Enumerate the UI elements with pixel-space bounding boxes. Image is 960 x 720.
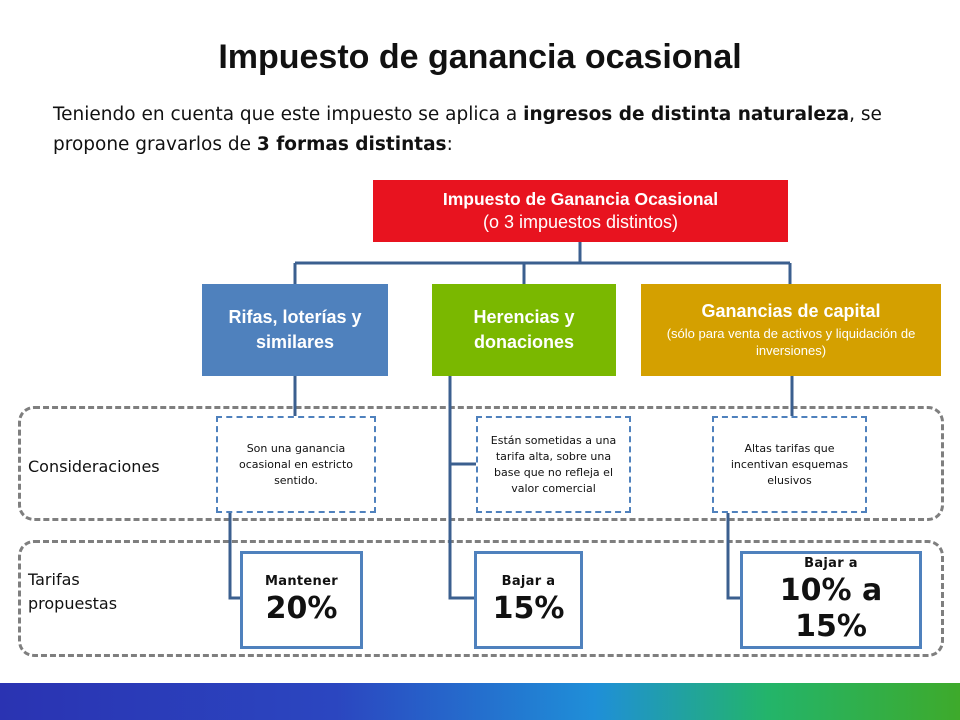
rate-box-1: Mantener 20% [240,551,363,649]
considerations-label: Consideraciones [28,457,160,476]
rate-box-3: Bajar a 10% a 15% [740,551,922,649]
root-subtitle: (o 3 impuestos distintos) [482,212,679,232]
root-connector [293,242,792,284]
category-herencias-label: Herencias y donaciones [473,307,575,352]
category-ganancias-capital: Ganancias de capital (sólo para venta de… [641,284,941,376]
intro-part-1: Teniendo en cuenta que este impuesto se … [53,104,524,125]
category-ganancias-label: Ganancias de capital [701,301,881,321]
connector-cat1 [228,376,297,600]
root-title: Impuesto de Ganancia Ocasional [442,189,719,209]
category-herencias: Herencias y donaciones [432,284,616,376]
rates-label: Tarifas propuestas [28,570,118,613]
intro-part-3: : [446,134,453,155]
consideration-1-text: Son una ganancia ocasional en estricto s… [238,441,354,487]
intro-bold-2: 3 formas distintas [256,134,447,155]
category-ganancias-sublabel: (sólo para venta de activos y liquidació… [666,326,916,358]
intro-text: Teniendo en cuenta que este impuesto se … [53,100,913,160]
slide-title: Impuesto de ganancia ocasional [218,38,742,76]
considerations-group [18,406,944,521]
rate-3-value: 10% a 15% [779,572,883,644]
consideration-3: Altas tarifas que incentivan esquemas el… [712,416,867,513]
intro-bold-1: ingresos de distinta naturaleza [523,104,850,125]
consideration-2-text: Están sometidas a una tarifa alta, sobre… [490,433,617,495]
root-node: Impuesto de Ganancia Ocasional (o 3 impu… [373,180,788,242]
rates-group [18,540,944,657]
rate-box-2: Bajar a 15% [474,551,583,649]
connector-cat2 [448,376,478,600]
consideration-3-text: Altas tarifas que incentivan esquemas el… [730,441,849,487]
consideration-1: Son una ganancia ocasional en estricto s… [216,416,376,513]
consideration-2: Están sometidas a una tarifa alta, sobre… [476,416,631,513]
rate-3-action: Bajar a [804,555,858,571]
rate-1-value: 20% [265,590,338,626]
rate-2-value: 15% [492,590,565,626]
rate-2-action: Bajar a [501,573,556,589]
category-rifas-label: Rifas, loterías y similares [228,307,362,352]
rate-1-action: Mantener [265,573,338,589]
connector-cat3 [726,376,794,600]
intro-part-2: , se propone gravarlos de [53,104,882,155]
footer-color-bar [0,683,960,720]
category-rifas: Rifas, loterías y similares [202,284,388,376]
